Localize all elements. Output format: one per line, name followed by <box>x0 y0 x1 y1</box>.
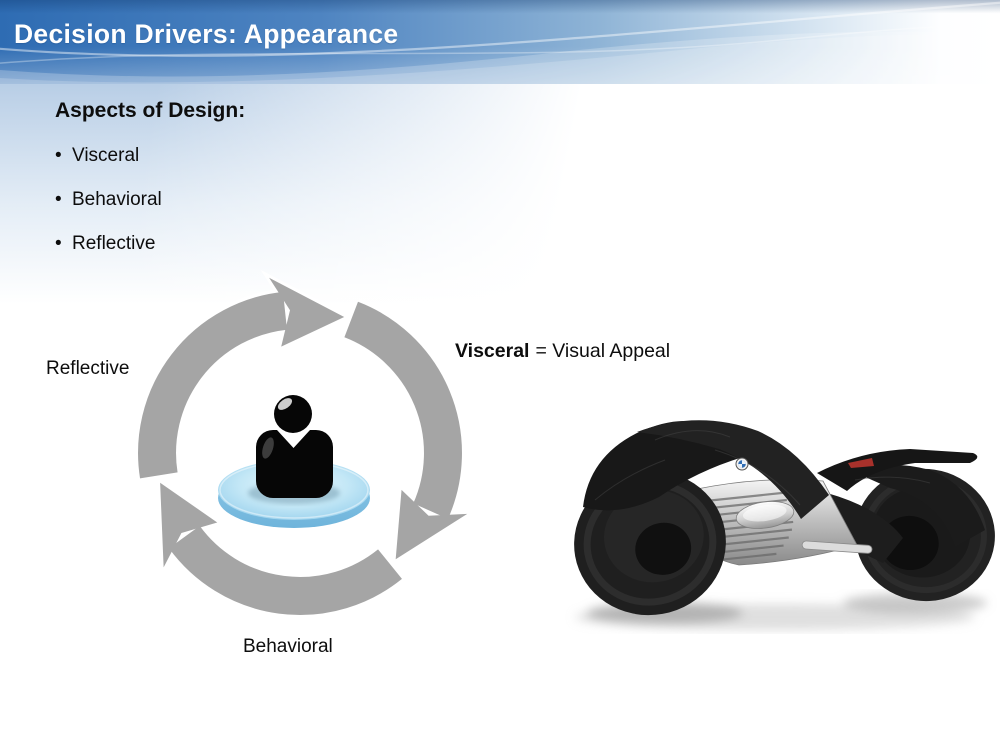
header-wave-decoration <box>0 1 1000 84</box>
person-icon <box>256 395 333 498</box>
visceral-definition-text: Visceral= Visual Appeal <box>455 340 670 363</box>
brand-roundel-icon <box>735 457 749 471</box>
slide-header: Decision Drivers: Appearance <box>0 0 1000 84</box>
annotation-rest: = Visual Appeal <box>535 340 671 362</box>
design-cycle-diagram <box>134 270 479 619</box>
bullet-item-reflective: Reflective <box>55 234 162 254</box>
aspects-list: Visceral Behavioral Reflective <box>55 146 162 278</box>
cycle-arrows-icon <box>138 277 468 615</box>
bullet-label: Visceral <box>72 145 140 166</box>
chrome-footpeg <box>801 540 873 554</box>
motorcycle-image <box>574 420 995 630</box>
front-bodywork <box>583 420 931 519</box>
annotation-term: Visceral <box>455 340 530 362</box>
aspects-of-design-heading: Aspects of Design: <box>55 99 246 122</box>
slide-title: Decision Drivers: Appearance <box>14 19 399 49</box>
bullet-label: Behavioral <box>72 189 162 210</box>
bullet-label: Reflective <box>72 233 156 254</box>
chrome-cover <box>735 501 795 529</box>
diagram-label-reflective: Reflective <box>46 358 130 379</box>
bullet-item-visceral: Visceral <box>55 146 162 166</box>
bullet-item-behavioral: Behavioral <box>55 190 162 210</box>
diagram-label-behavioral: Behavioral <box>243 636 333 657</box>
